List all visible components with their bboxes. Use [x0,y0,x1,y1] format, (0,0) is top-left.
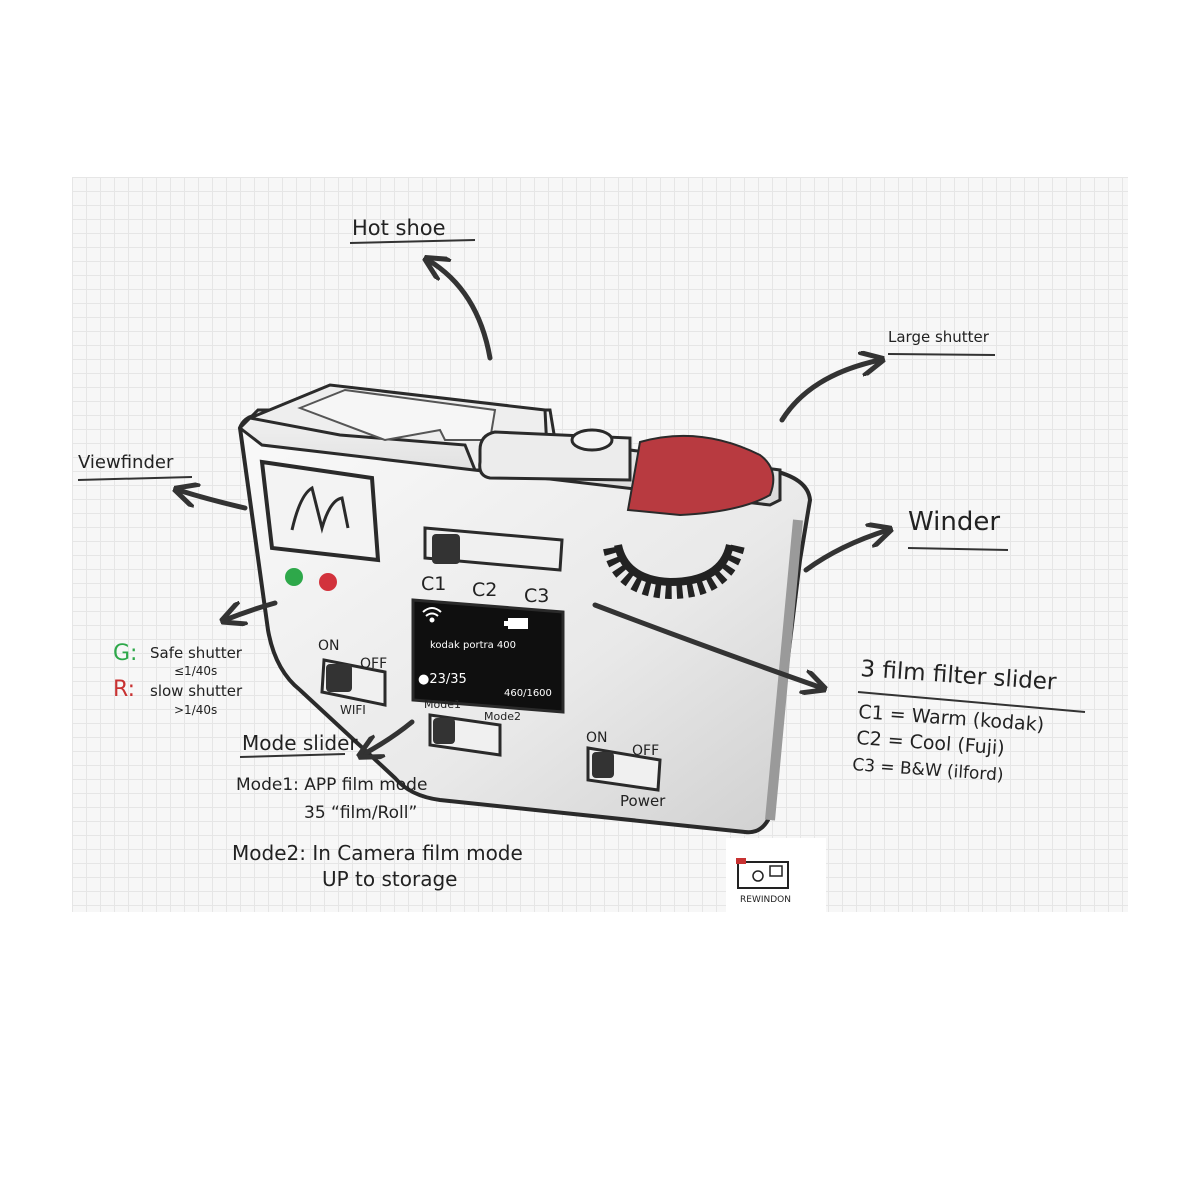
wifi-slider [320,658,387,707]
screen-film-label: kodak portra 400 [430,640,516,651]
r-description: slow shutter [150,682,243,700]
large-shutter-button [626,434,775,517]
wifi-on-label: ON [318,638,340,654]
film-filter-title: 3 film filter slider [860,656,1058,696]
mode2-description: Mode2: In Camera film mode [232,841,523,865]
viewfinder-window [259,459,381,563]
wifi-off-label: OFF [360,656,387,672]
mode1-detail: 35 “film/Roll” [304,803,417,823]
g-description: Safe shutter [150,644,243,662]
power-label: Power [620,792,666,810]
power-off-label: OFF [632,743,659,759]
g-letter: G: [113,641,137,666]
mode2-detail: UP to storage [322,867,457,891]
filter-c3-label: C3 [524,585,549,607]
logo-text: REWINDON [740,895,791,905]
power-slider [586,746,662,792]
rewindon-logo: REWINDON [726,838,826,912]
screen-iso: 460/1600 [504,688,552,699]
r-letter: R: [113,677,135,702]
wifi-label: WIFI [340,703,366,717]
hot-shoe-label: Hot shoe [352,216,446,240]
winder-dial [603,543,745,600]
g-threshold: ≤1/40s [174,664,217,678]
wifi-icon [422,607,442,623]
filter-c1-label: C1 [421,573,446,595]
mode1-label: Mode1 [424,698,461,711]
screen-count: ●23/35 [418,672,467,687]
mode-slider-label: Mode slider [242,731,358,755]
green-led [285,568,303,586]
r-threshold: >1/40s [174,703,217,717]
red-led [319,573,337,591]
large-shutter-label: Large shutter [888,328,990,346]
c2-description: C2 = Cool (Fuji) [856,727,1006,759]
mode2-label: Mode2 [484,710,521,723]
callout-arrows [178,260,888,755]
battery-icon [504,618,528,629]
power-on-label: ON [586,730,608,746]
filter-slider [423,526,564,572]
c3-description: C3 = B&W (ilford) [852,755,1004,786]
winder-label: Winder [908,507,1000,537]
mode1-description: Mode1: APP film mode [236,775,427,795]
mode-slider [428,713,502,757]
viewfinder-label: Viewfinder [78,452,174,473]
filter-c2-label: C2 [472,579,497,601]
